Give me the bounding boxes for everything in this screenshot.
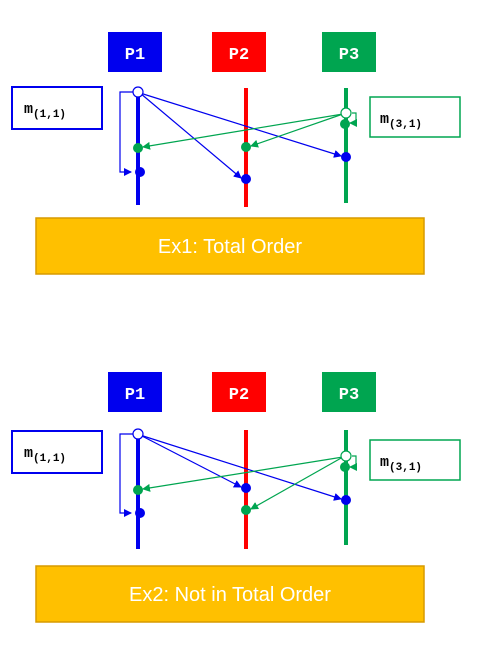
process-p1-box	[108, 32, 162, 72]
example-1: P1 P2 P3 m(1,1) m(3,1)	[11, 32, 461, 275]
process-p2-box	[212, 372, 266, 412]
event-p1-recv-m11	[135, 508, 145, 518]
self-loop-p1	[119, 91, 133, 176]
process-p3-label: P3	[339, 386, 359, 405]
event-p3-recv-m11	[341, 152, 351, 162]
event-p1-send	[132, 428, 144, 440]
label-m31-box	[369, 439, 461, 481]
msg-m31-to-p2	[250, 113, 344, 148]
self-loop-p3	[349, 112, 357, 127]
caption-text: Ex1: Total Order	[158, 236, 302, 258]
msg-m31-to-p1	[142, 456, 344, 492]
caption-text: Ex2: Not in Total Order	[129, 584, 331, 606]
caption-box	[35, 217, 425, 275]
process-p3-box	[322, 32, 376, 72]
msg-m31-to-p1	[142, 113, 344, 150]
event-p1-recv-m31	[133, 143, 143, 153]
process-p2-label: P2	[229, 46, 249, 65]
event-p1-recv-m11	[135, 167, 145, 177]
process-p2-label: P2	[229, 386, 249, 405]
event-p3-send	[340, 107, 352, 119]
event-p3-send	[340, 450, 352, 462]
process-p3-label: P3	[339, 46, 359, 65]
event-p2-recv-m11	[241, 174, 251, 184]
example-2: P1 P2 P3 m(1,1) m(3,1)	[11, 372, 461, 623]
self-loop-p3	[349, 455, 357, 471]
event-p3-recv-m31	[340, 462, 350, 472]
process-p1-label: P1	[125, 46, 145, 65]
caption-box	[35, 565, 425, 623]
label-m11: m(1,1)	[24, 445, 66, 465]
event-p3-recv-m31	[340, 119, 350, 129]
label-m31-box	[369, 96, 461, 138]
event-p2-recv-m31	[241, 505, 251, 515]
msg-m11-to-p3	[139, 434, 342, 501]
label-m11-box	[11, 430, 103, 474]
msg-m11-to-p2	[139, 92, 242, 179]
process-p2-box	[212, 32, 266, 72]
process-p1-label: P1	[125, 386, 145, 405]
self-loop-p1	[119, 433, 133, 517]
msg-m31-to-p2	[250, 456, 344, 510]
event-p2-recv-m31	[241, 142, 251, 152]
label-m11: m(1,1)	[24, 101, 66, 121]
event-p3-recv-m11	[341, 495, 351, 505]
event-p2-recv-m11	[241, 483, 251, 493]
event-p1-recv-m31	[133, 485, 143, 495]
msg-m11-to-p3	[139, 92, 342, 158]
label-m31: m(3,1)	[380, 454, 422, 474]
process-p3-box	[322, 372, 376, 412]
label-m11-box	[11, 86, 103, 130]
label-m31: m(3,1)	[380, 111, 422, 131]
msg-m11-to-p2	[139, 434, 242, 488]
event-p1-send	[132, 86, 144, 98]
process-p1-box	[108, 372, 162, 412]
